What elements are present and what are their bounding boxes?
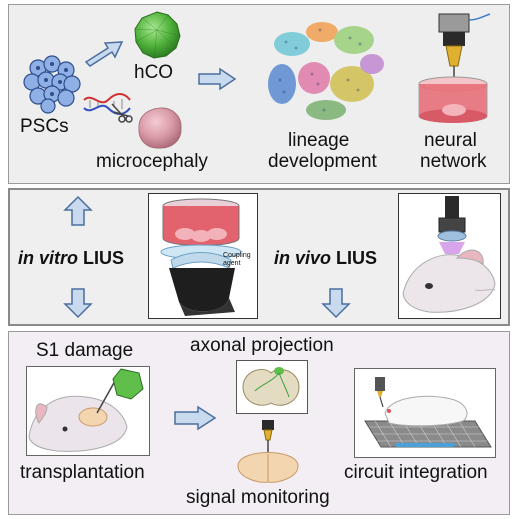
arrow-to-monitoring-icon: [174, 405, 217, 431]
hco-organoid-icon: [134, 11, 181, 59]
arrow-down-right-icon: [321, 288, 351, 319]
brain-electrode-icon: [237, 420, 299, 483]
lineage-scatter-icon: [268, 22, 384, 120]
arrow-to-hco-icon: [84, 41, 124, 67]
brain-section-icon: [242, 367, 300, 406]
in-vitro-lius-image: Coupling agent: [148, 193, 258, 319]
microcephaly-label: microcephaly: [96, 151, 208, 172]
psc-cluster-icon: [23, 55, 81, 114]
s1-damage-label: S1 damage: [36, 340, 134, 361]
in-vivo-text: in vivo: [274, 248, 332, 268]
axonal-projection-image: [236, 360, 308, 414]
mouse-transducer-icon: [402, 196, 496, 313]
circuit-integration-label: circuit integration: [344, 462, 488, 483]
arrow-to-lineage-icon: [198, 67, 237, 91]
signal-monitoring-label: signal monitoring: [186, 487, 330, 508]
neural-label: neural: [424, 130, 477, 151]
network-label: network: [420, 151, 487, 172]
transplantation-label: transplantation: [20, 462, 145, 483]
in-vivo-lius-label: in vivo LIUS: [274, 248, 377, 269]
lius-text: LIUS: [83, 248, 125, 268]
pscs-label: PSCs: [20, 116, 69, 137]
coupling-agent-label: Coupling agent: [223, 252, 251, 267]
lineage-label: lineage: [288, 130, 350, 151]
development-label: development: [268, 151, 377, 172]
circuit-integration-image: [354, 368, 496, 458]
microcephaly-organoid-icon: [138, 107, 182, 149]
mouse-grid-icon: [364, 377, 492, 448]
in-vitro-lius-label: in vitro LIUS: [18, 248, 124, 269]
in-vitro-text: in vitro: [18, 248, 79, 268]
transplantation-image: [26, 366, 150, 456]
dna-scissors-icon: [83, 93, 133, 123]
in-vivo-lius-image: [398, 193, 501, 319]
lius-dish-transducer-icon: [160, 198, 242, 316]
arrow-up-icon: [63, 195, 93, 226]
electrode-dish-icon: [418, 13, 491, 123]
mouse-head-organoid-icon: [28, 368, 144, 452]
lius-text-2: LIUS: [336, 248, 378, 268]
hco-label: hCO: [134, 62, 174, 83]
axonal-projection-label: axonal projection: [190, 335, 334, 356]
arrow-down-left-icon: [63, 288, 93, 319]
